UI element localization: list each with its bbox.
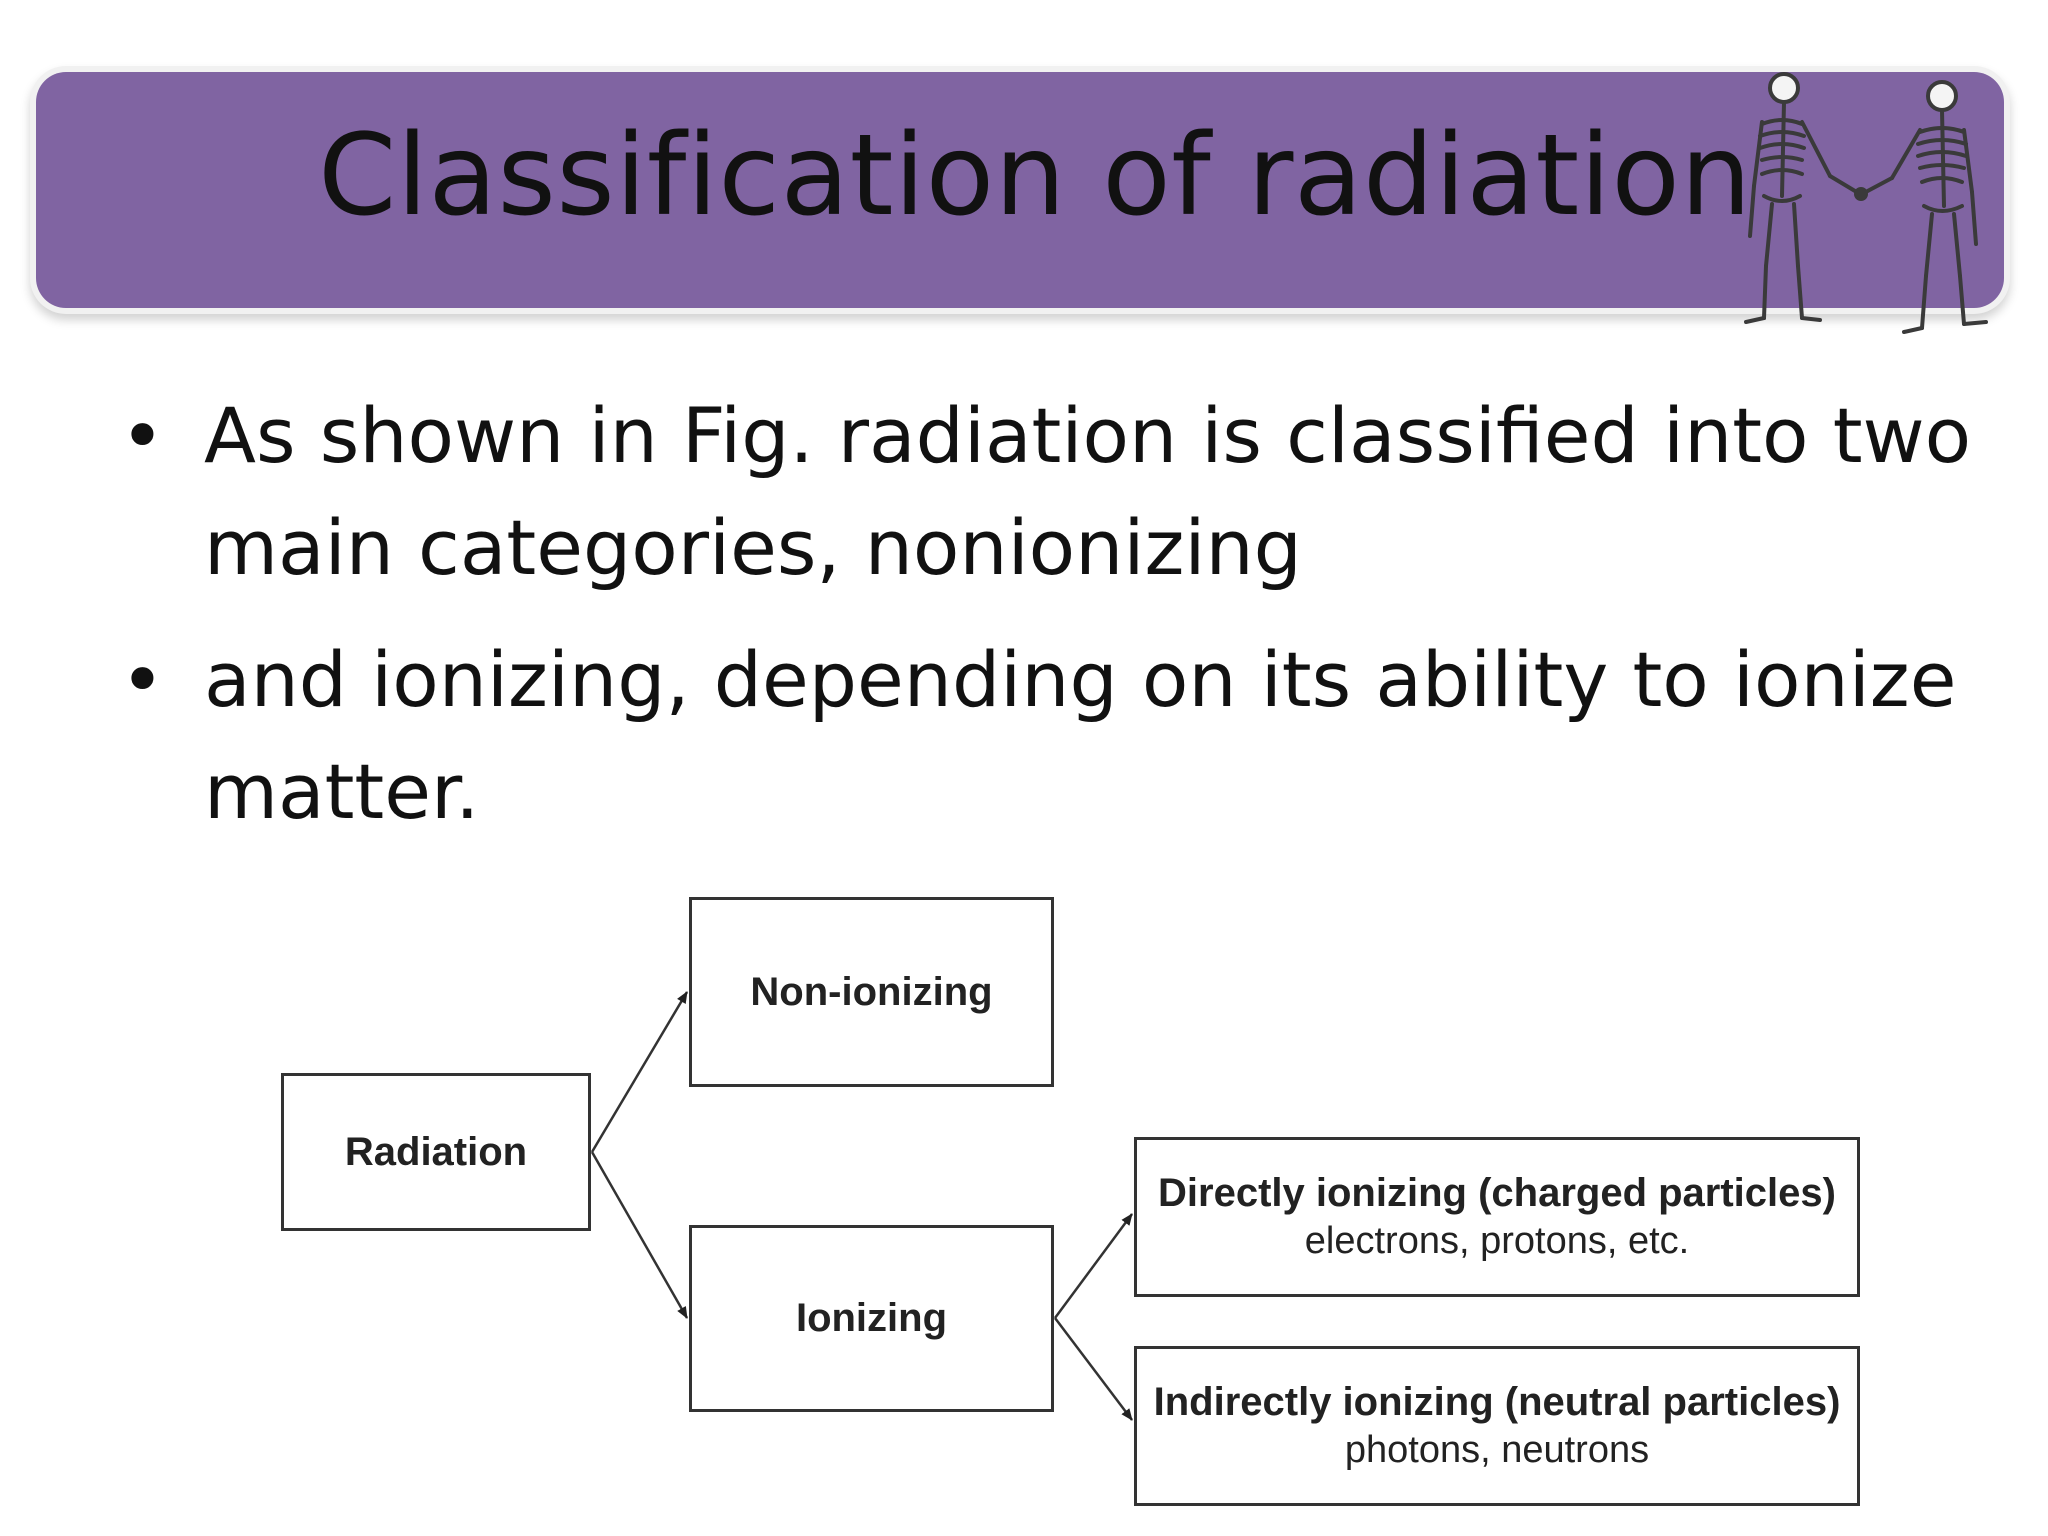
bullet-item: As shown in Fig. radiation is classified… — [120, 380, 1980, 604]
slide-title: Classification of radiation — [318, 111, 1752, 241]
node-ionizing: Ionizing — [689, 1225, 1054, 1412]
node-directly-ionizing-examples: electrons, protons, etc. — [1304, 1220, 1690, 1262]
node-non-ionizing: Non-ionizing — [689, 897, 1054, 1087]
bullet-list: As shown in Fig. radiation is classified… — [120, 380, 1980, 868]
node-ionizing-label: Ionizing — [795, 1296, 948, 1340]
arrow-radiation-to-ionizing — [590, 1151, 689, 1319]
node-indirectly-ionizing: Indirectly ionizing (neutral particles) … — [1134, 1346, 1860, 1506]
arrow-ionizing-to-indirectly — [1054, 1317, 1133, 1421]
title-bar — [36, 72, 2004, 308]
classification-diagram: Radiation Non-ionizing Ionizing Directly… — [260, 870, 1880, 1520]
skeletons-handshake-icon — [1744, 72, 1988, 334]
node-indirectly-ionizing-title: Indirectly ionizing (neutral particles) — [1153, 1380, 1841, 1424]
diagram-arrows — [590, 991, 1134, 1421]
node-directly-ionizing: Directly ionizing (charged particles) el… — [1134, 1137, 1860, 1297]
arrow-radiation-to-nonionizing — [590, 991, 689, 1153]
node-indirectly-ionizing-examples: photons, neutrons — [1344, 1429, 1650, 1471]
bullet-item: and ionizing, depending on its ability t… — [120, 624, 1980, 848]
node-non-ionizing-label: Non-ionizing — [750, 969, 993, 1014]
node-directly-ionizing-title: Directly ionizing (charged particles) — [1158, 1171, 1836, 1215]
arrow-ionizing-to-directly — [1053, 1213, 1134, 1319]
node-radiation-label: Radiation — [344, 1129, 528, 1174]
node-radiation: Radiation — [281, 1073, 591, 1231]
